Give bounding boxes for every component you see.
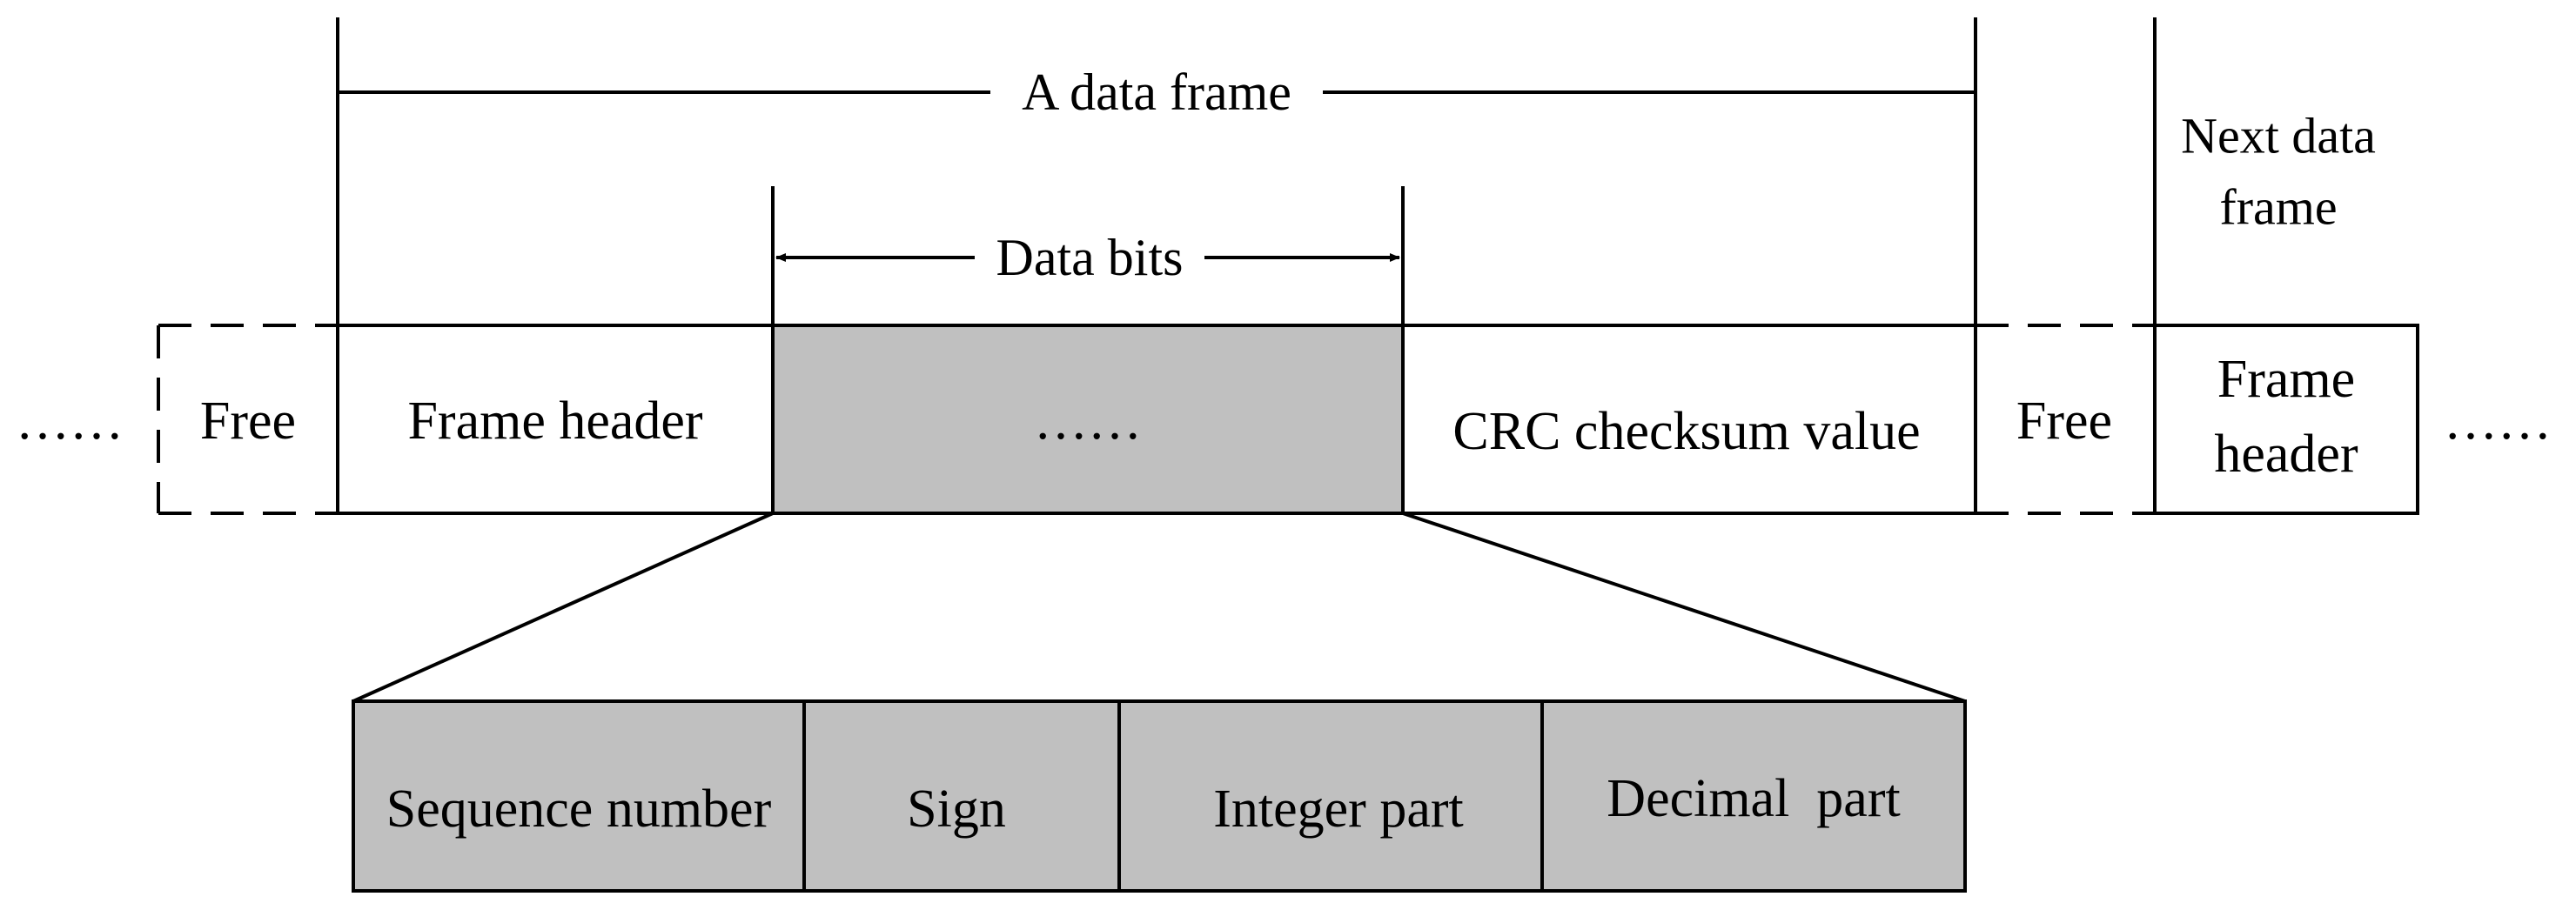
field-box-decimal-part (1540, 699, 1967, 893)
field-label-decimal-part: Decimal part (1607, 769, 1900, 828)
expansion-line-right (1402, 512, 1966, 703)
field-box-integer-part (1117, 699, 1544, 893)
field-box-sequence-number (352, 699, 806, 893)
next-frame-header-label-line2: header (2214, 425, 2358, 484)
next-frame-header-box (2153, 324, 2419, 515)
field-label-sign: Sign (907, 780, 1006, 839)
next-frame-header-label-line1: Frame (2217, 350, 2355, 409)
free-right-label: Free (2016, 391, 2112, 451)
field-box-sign (802, 699, 1121, 893)
field-label-integer-part: Integer part (1213, 780, 1463, 839)
next-data-frame-label-line2: frame (2219, 179, 2337, 236)
frame-header-label: Frame header (407, 391, 702, 451)
detail-fields-row: Sequence number Sign Integer part Decima… (352, 699, 1967, 893)
free-left-label: Free (200, 391, 296, 451)
data-bits-ellipsis: …… (1034, 391, 1142, 451)
expansion-line-left (352, 512, 774, 703)
ellipsis-left: …… (16, 391, 124, 451)
ellipsis-right: …… (2444, 391, 2552, 451)
data-bits-block (771, 324, 1405, 515)
crc-checksum-label: CRC checksum value (1452, 402, 1920, 461)
data-frame-title: A data frame (1022, 64, 1291, 121)
field-label-sequence-number: Sequence number (386, 780, 772, 839)
next-data-frame-label-line1: Next data (2181, 108, 2376, 164)
data-bits-label: Data bits (996, 229, 1184, 286)
